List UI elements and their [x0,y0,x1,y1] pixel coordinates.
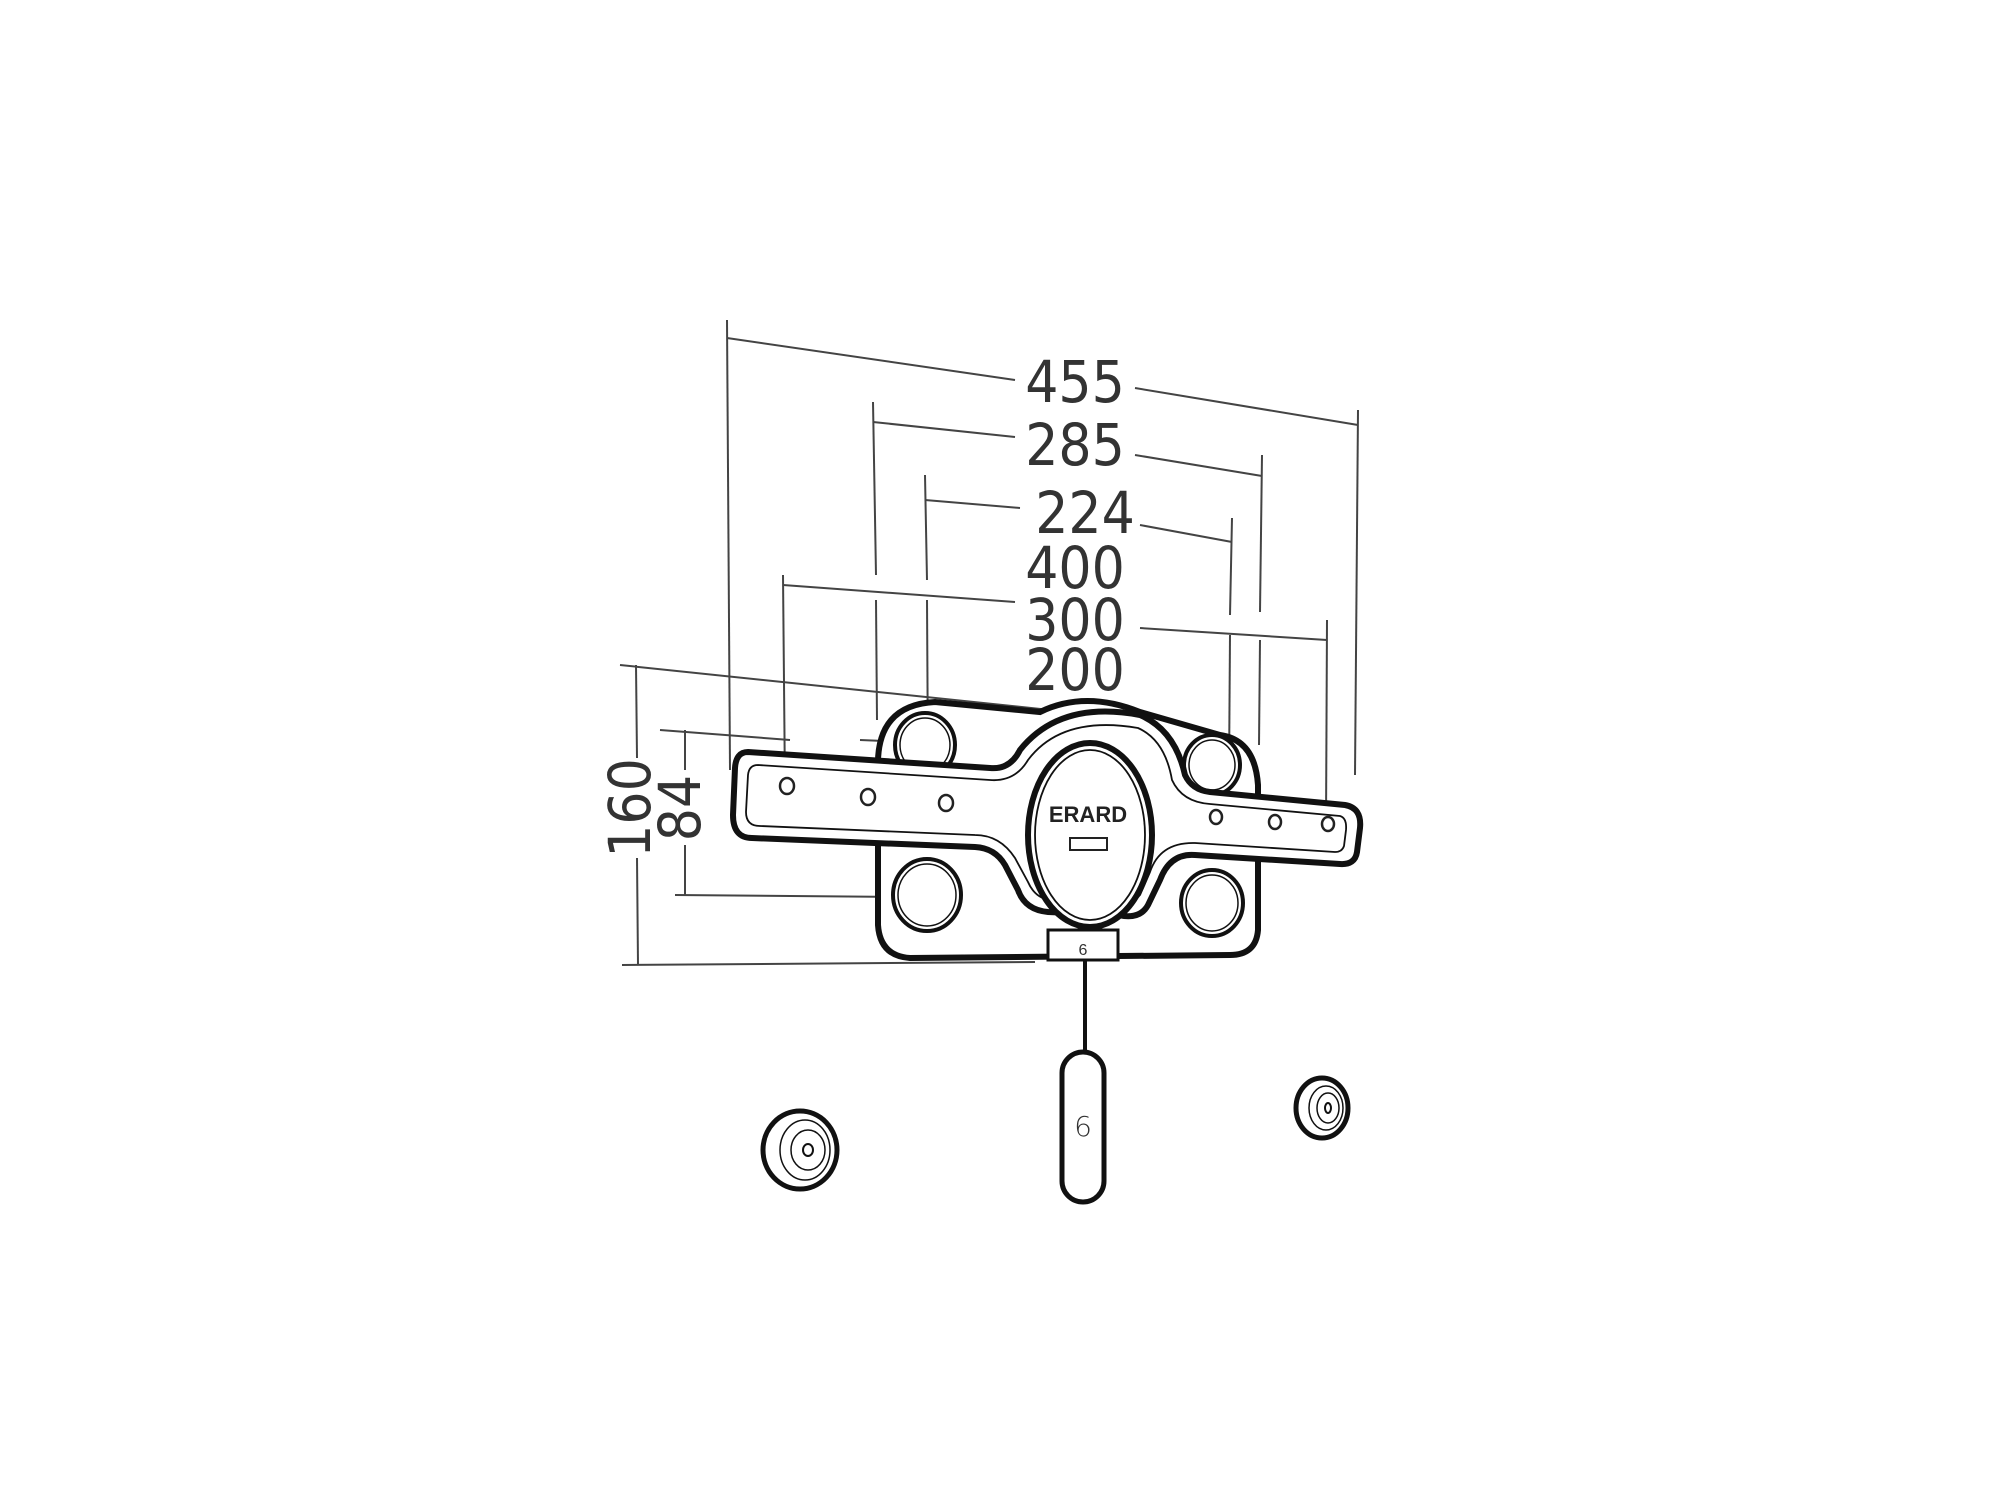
right-washer [1293,1075,1351,1141]
dim-160-label: 160 [596,758,664,858]
lock-label: 6 [1079,942,1088,959]
dim-200-label: 200 [1025,636,1125,704]
pull-tag-label: 6 [1074,1110,1092,1143]
lock-housing [1046,928,1120,962]
label-slot [1069,837,1108,851]
brand-logo: ERARD [1049,802,1127,827]
pull-tag [1059,1049,1107,1205]
dim-300-label: 300 [1025,586,1125,654]
dim-400-label: 400 [1025,534,1125,602]
dim-285-label: 285 [1025,411,1125,479]
arm-hole [1208,808,1224,826]
center-plate: ERARD 6 [1025,740,1155,962]
arm-hole [1320,815,1336,833]
arm-hole [1267,813,1283,831]
dim-84-label: 84 [646,775,714,841]
dimension-labels: 455 285 224 400 300 200 160 84 [596,348,1135,858]
dim-224-label: 224 [1035,479,1135,547]
arm-hole [778,776,796,796]
arm-hole [859,787,877,807]
dim-455-label: 455 [1025,348,1125,416]
arm-hole [937,793,955,813]
left-washer [760,1108,840,1192]
arm-holes [778,776,1336,833]
pull-cord: 6 [1059,960,1107,1205]
